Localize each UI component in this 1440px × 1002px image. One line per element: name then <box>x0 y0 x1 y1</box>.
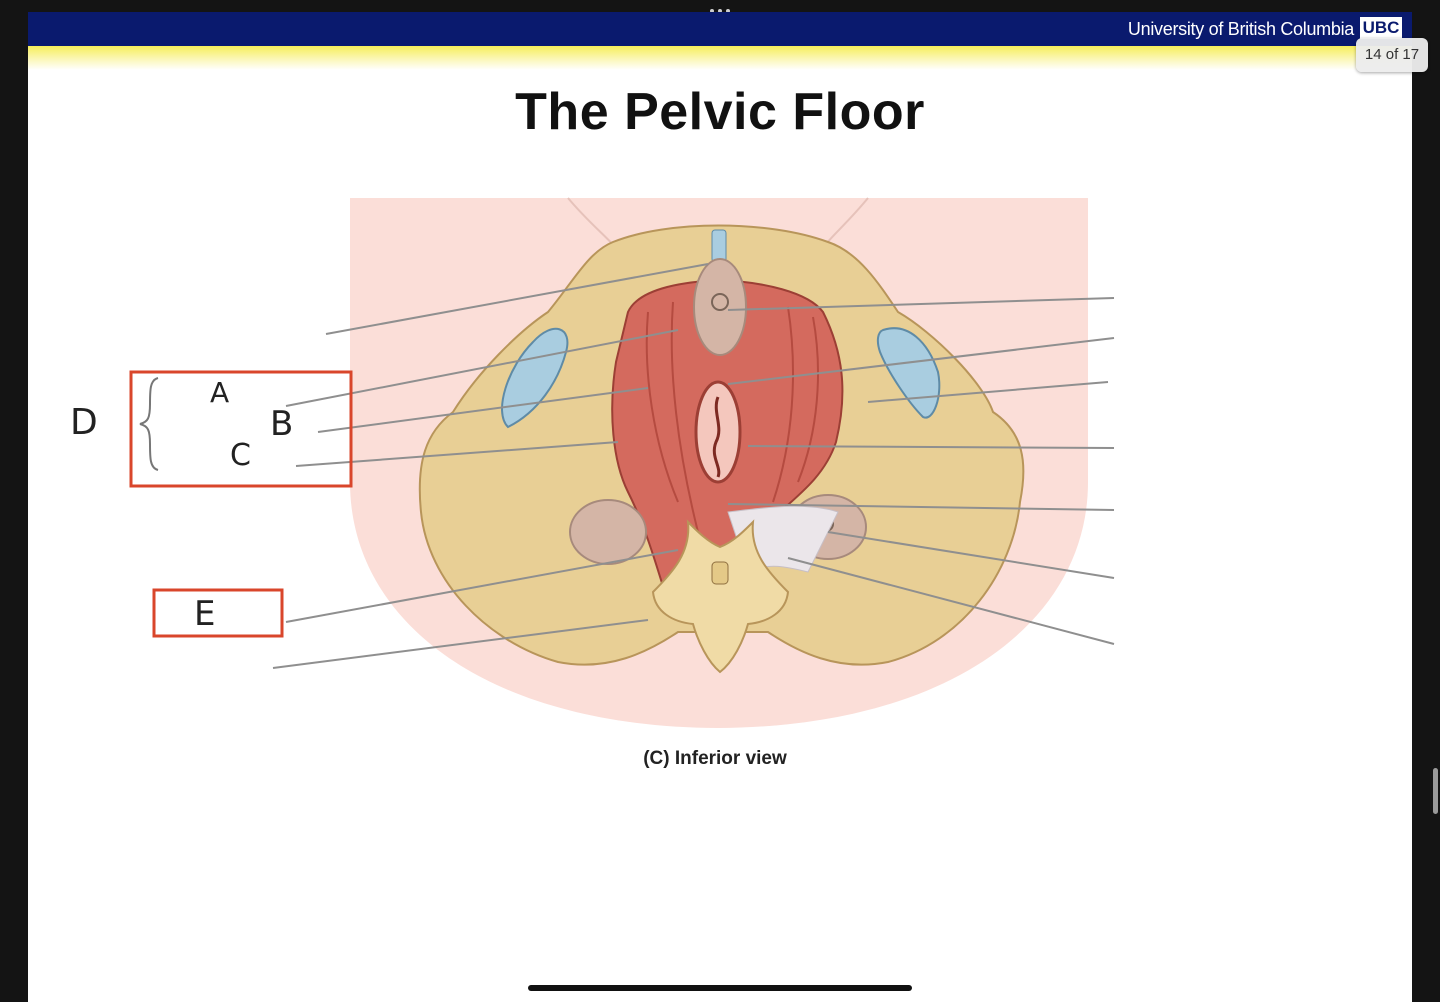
leader-line <box>325 263 709 335</box>
scrollbar-handle[interactable] <box>1433 768 1438 814</box>
urogenital-region <box>693 258 747 356</box>
slide-title: The Pelvic Floor <box>515 83 925 141</box>
annotation-label-c: C <box>230 438 251 473</box>
annotation-label-d: D <box>70 402 98 443</box>
muscle-fibers <box>645 301 819 533</box>
leader-line <box>727 297 1115 311</box>
pelvic-floor-figure <box>129 197 1115 728</box>
pubic-symphysis <box>711 229 727 263</box>
ischioanal-fossa-left <box>569 499 647 565</box>
annotation-label-e: E <box>194 594 216 634</box>
leader-line <box>285 549 679 623</box>
vaginal-orifice-detail <box>712 396 721 478</box>
annotation-label-b: B <box>270 404 294 444</box>
slide-header-bar: University of British Columbia UBC <box>28 12 1412 46</box>
annotation-box-e <box>152 588 284 638</box>
leader-line <box>787 557 1115 645</box>
page-indicator: 14 of 17 <box>1356 38 1428 72</box>
obturator-foramen-right <box>876 327 941 419</box>
leader-line <box>867 381 1109 403</box>
annotation-brace <box>139 377 159 471</box>
coccyx <box>651 519 790 674</box>
leader-line <box>317 387 649 433</box>
annotation-box-abc <box>129 370 353 488</box>
leader-line <box>727 337 1115 385</box>
leader-line <box>272 619 649 669</box>
urethra-marker <box>711 293 729 311</box>
university-name: University of British Columbia <box>1127 19 1354 39</box>
presentation-slide: University of British Columbia UBC The P… <box>28 12 1412 1002</box>
ubc-logo: UBC <box>1360 17 1402 39</box>
leader-line <box>747 445 1115 449</box>
leader-line <box>827 531 1115 579</box>
home-indicator-bar[interactable] <box>528 985 912 991</box>
annotation-label-a: A <box>210 376 230 409</box>
figure-caption: (C) Inferior view <box>643 748 787 769</box>
leader-line <box>727 503 1115 511</box>
coccyx-foramen <box>711 561 729 585</box>
header-yellow-stripe <box>28 46 1412 70</box>
